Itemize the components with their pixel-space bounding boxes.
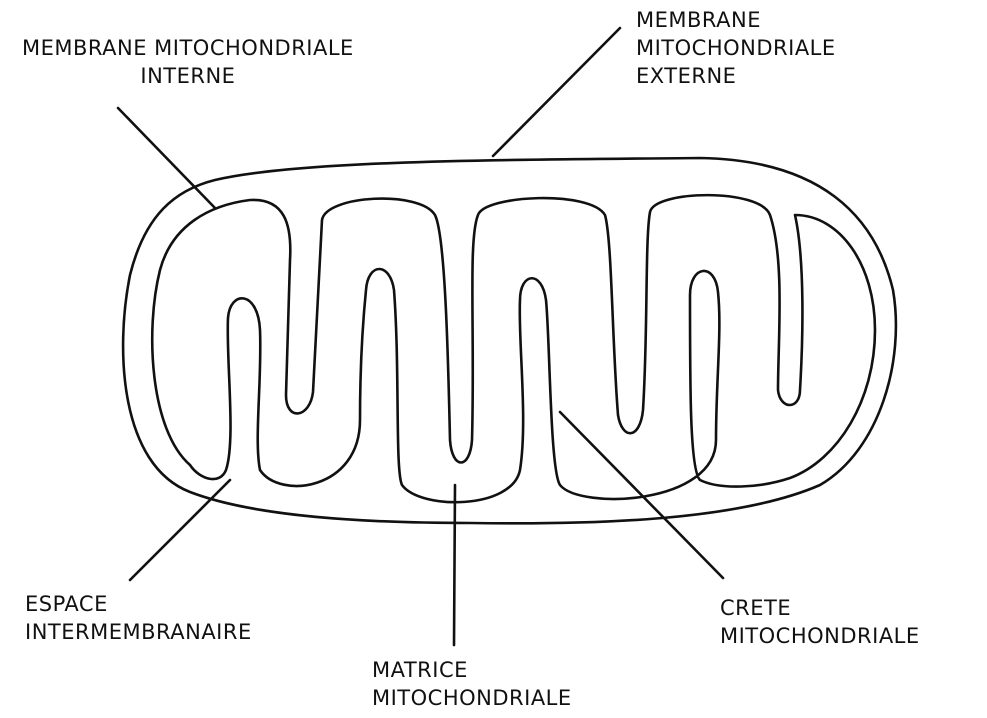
label-intermembrane-space: ESPACE INTERMEMBRANAIRE <box>25 590 252 646</box>
leader-intermembrane-space <box>130 480 230 580</box>
inner-membrane <box>152 195 875 502</box>
leader-outer-membrane <box>493 28 620 156</box>
label-matrix: MATRICE MITOCHONDRIALE <box>372 656 572 712</box>
leader-inner-membrane <box>118 108 215 208</box>
label-inner-membrane: MEMBRANE MITOCHONDRIALE INTERNE <box>22 34 354 90</box>
leader-matrix <box>454 485 455 645</box>
label-outer-membrane: MEMBRANE MITOCHONDRIALE EXTERNE <box>636 6 836 90</box>
label-crista: CRETE MITOCHONDRIALE <box>720 594 920 650</box>
